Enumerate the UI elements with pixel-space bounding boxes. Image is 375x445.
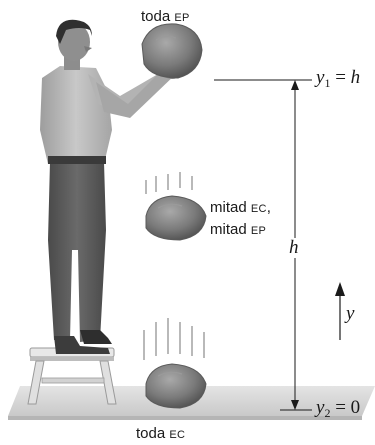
label-middle-energy-line2: mitad EP bbox=[210, 222, 266, 237]
motion-lines-bottom bbox=[144, 318, 204, 360]
label-y-direction: y bbox=[346, 304, 354, 323]
label-middle-line2-abbr: EP bbox=[251, 225, 266, 237]
label-middle-line1-abbr: EC bbox=[251, 203, 267, 215]
label-top-word: toda bbox=[141, 8, 170, 25]
label-top-energy: toda EP bbox=[141, 9, 190, 24]
label-bottom-energy: toda EC bbox=[136, 426, 185, 441]
label-y1-equals-h: y1 = h bbox=[316, 68, 360, 87]
label-middle-line2-word: mitad bbox=[210, 221, 247, 238]
rock-top bbox=[142, 24, 202, 78]
label-middle-energy-line1: mitad EC, bbox=[210, 200, 271, 215]
label-middle-line1-word: mitad bbox=[210, 199, 247, 216]
motion-lines-middle bbox=[146, 172, 192, 194]
label-top-abbr: EP bbox=[174, 12, 189, 24]
y-direction-arrow bbox=[335, 282, 345, 340]
label-bottom-word: toda bbox=[136, 425, 165, 442]
label-bottom-abbr: EC bbox=[169, 429, 185, 441]
label-height-h: h bbox=[289, 238, 299, 257]
rock-bottom bbox=[146, 364, 206, 408]
rock-middle bbox=[146, 196, 206, 240]
label-y2-equals-0: y2 = 0 bbox=[316, 398, 360, 417]
label-middle-line1-suffix: , bbox=[267, 199, 271, 216]
